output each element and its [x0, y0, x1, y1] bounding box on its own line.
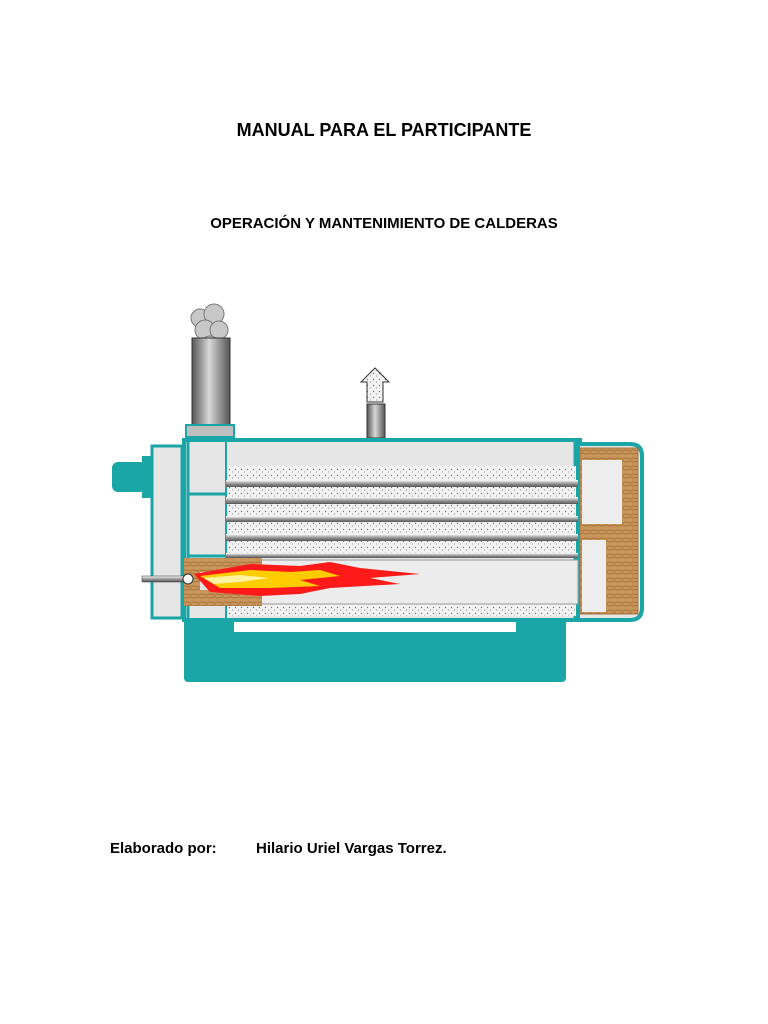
page-title: MANUAL PARA EL PARTICIPANTE	[236, 120, 532, 140]
author-line: Elaborado por: Hilario Uriel Vargas Torre…	[110, 840, 447, 857]
chimney	[191, 337, 231, 427]
author-name: Hilario Uriel Vargas Torrez.	[256, 840, 447, 857]
front-chamber	[150, 444, 184, 620]
burner-motor	[112, 462, 146, 492]
boiler-diagram	[112, 303, 644, 682]
author-label: Elaborado por:	[110, 840, 217, 857]
steam-outlet-arrow	[359, 367, 391, 403]
steam-valve	[366, 403, 386, 439]
fire-tubes	[226, 480, 578, 558]
page-subtitle: OPERACIÓN Y MANTENIMIENTO DE CALDERAS	[210, 215, 558, 232]
flame	[194, 562, 420, 596]
boiler-base	[184, 632, 566, 682]
